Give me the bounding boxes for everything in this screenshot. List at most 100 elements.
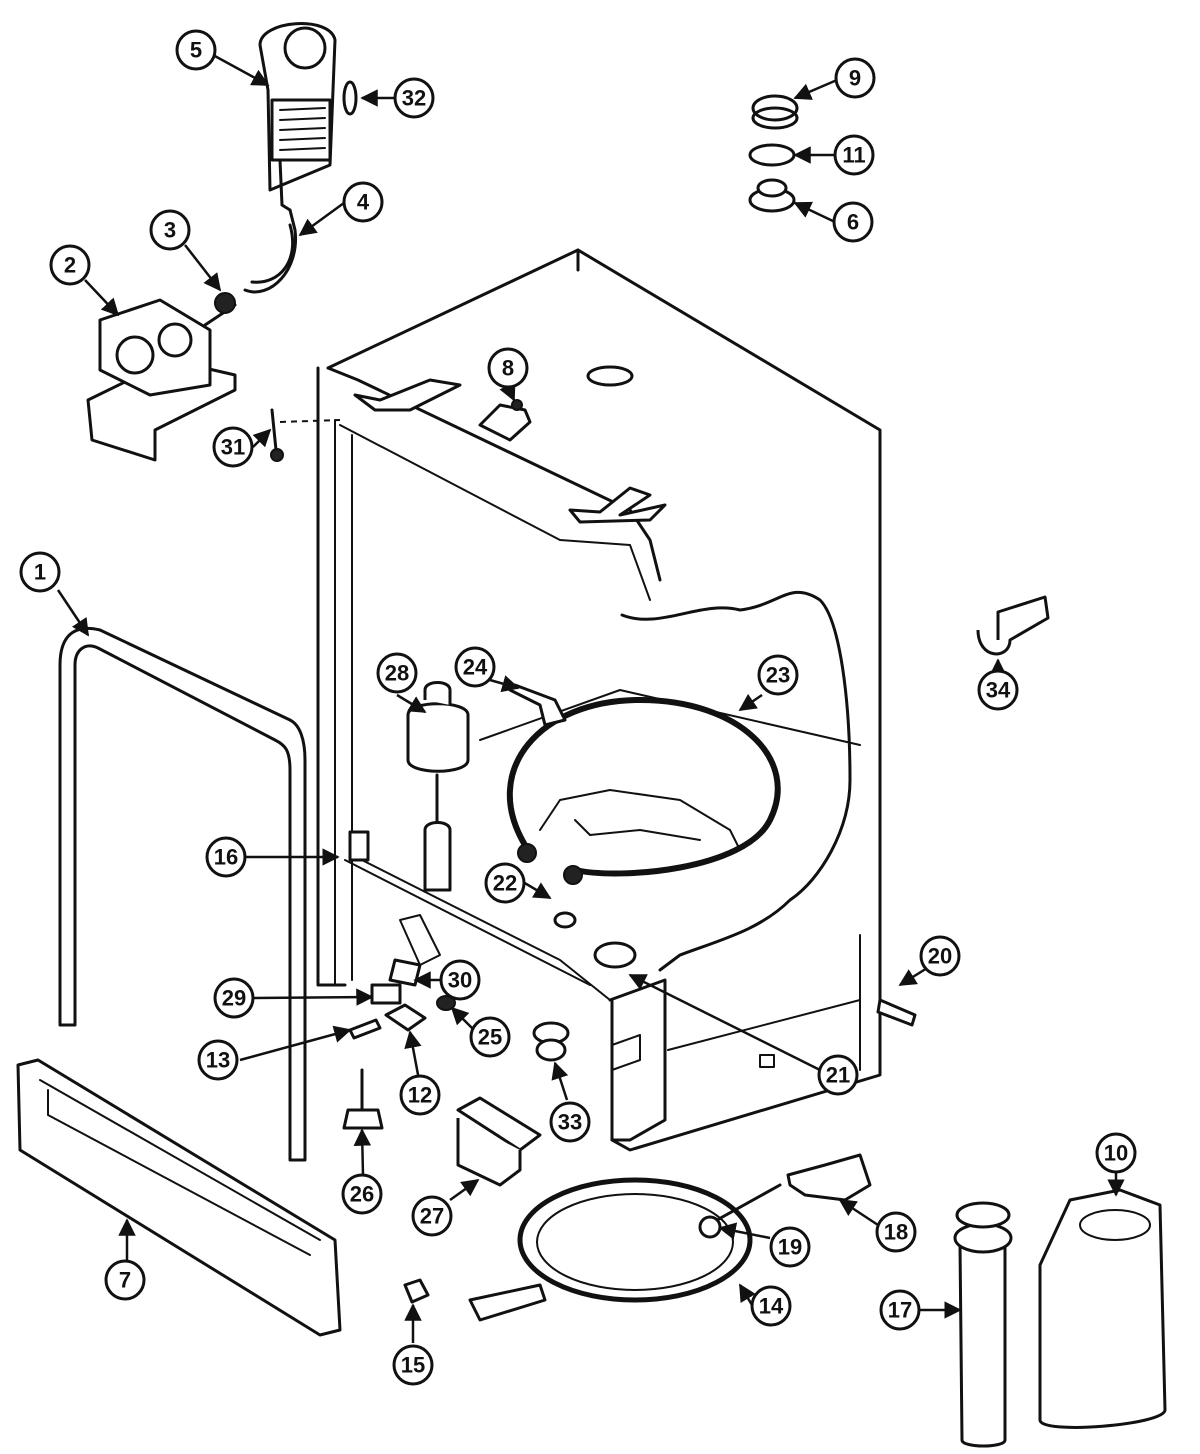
part-13-screw xyxy=(348,1018,382,1040)
callout-8: 8 xyxy=(487,347,529,389)
callout-22: 22 xyxy=(484,862,526,904)
part-18-bracket xyxy=(786,1153,872,1202)
callout-15-label: 15 xyxy=(401,1353,425,1378)
callout-11: 11 xyxy=(833,134,875,176)
callout-5-label: 5 xyxy=(190,38,202,63)
callout-11-label: 11 xyxy=(842,143,865,168)
part-6-plug xyxy=(748,178,796,213)
callout-34: 34 xyxy=(977,669,1019,711)
callout-29-label: 29 xyxy=(222,986,246,1011)
part-10-shroud xyxy=(1038,1188,1167,1429)
part-33-nut xyxy=(532,1021,570,1062)
callout-27-label: 27 xyxy=(420,1204,444,1229)
callout-26-label: 26 xyxy=(350,1182,374,1207)
callout-3-label: 3 xyxy=(164,218,176,243)
part-12-bracket xyxy=(384,1003,427,1032)
part-20-strip xyxy=(876,998,917,1027)
sump-area xyxy=(348,789,741,969)
callout-1: 1 xyxy=(19,551,61,593)
callout-14: 14 xyxy=(750,1285,792,1327)
callout-26: 26 xyxy=(341,1173,383,1215)
part-28-float xyxy=(406,681,470,892)
part-1-door-gasket xyxy=(58,626,307,1162)
callout-13: 13 xyxy=(197,1039,239,1081)
part-11-washer xyxy=(748,143,796,167)
callout-14-label: 14 xyxy=(759,1294,784,1319)
leader-lines xyxy=(56,53,1125,1343)
callout-16-label: 16 xyxy=(214,845,238,870)
part-14-ring xyxy=(468,1177,753,1322)
callout-2: 2 xyxy=(49,244,91,286)
callout-1-label: 1 xyxy=(34,560,46,585)
callout-34-label: 34 xyxy=(986,678,1011,703)
callout-28-label: 28 xyxy=(385,661,409,686)
callout-7-label: 7 xyxy=(119,1268,131,1293)
callout-30: 30 xyxy=(439,959,481,1001)
tub-opening-gasket xyxy=(586,365,634,387)
callout-20: 20 xyxy=(919,935,961,977)
callout-23: 23 xyxy=(757,654,799,696)
callout-19-label: 19 xyxy=(778,1235,802,1260)
part-15-clip xyxy=(403,1278,430,1304)
part-8-bracket xyxy=(478,399,532,442)
callout-21-label: 21 xyxy=(826,1063,850,1088)
part-25-nut xyxy=(436,995,456,1011)
part-26-leveling-leg xyxy=(342,1068,384,1130)
callout-21: 21 xyxy=(817,1054,859,1096)
callout-12-label: 12 xyxy=(408,1083,432,1108)
callout-10-label: 10 xyxy=(1104,1141,1128,1166)
callout-32: 32 xyxy=(393,77,435,119)
callout-18-label: 18 xyxy=(884,1220,908,1245)
callout-17-label: 17 xyxy=(888,1298,912,1323)
part-32-o-ring xyxy=(342,80,358,116)
callout-2-label: 2 xyxy=(64,253,76,278)
hinge-bracket-right xyxy=(568,486,667,524)
callout-6-label: 6 xyxy=(847,210,859,235)
part-5-vent xyxy=(258,22,337,212)
callout-27: 27 xyxy=(411,1195,453,1237)
callout-6: 6 xyxy=(832,201,874,243)
callout-33-label: 33 xyxy=(558,1110,582,1135)
callout-9: 9 xyxy=(834,57,876,99)
callout-18: 18 xyxy=(875,1211,917,1253)
callout-25-label: 25 xyxy=(478,1025,502,1050)
callout-28: 28 xyxy=(376,652,418,694)
callout-4-label: 4 xyxy=(357,190,370,215)
part-31-screw xyxy=(270,408,284,462)
callout-29: 29 xyxy=(213,977,255,1019)
callout-19: 19 xyxy=(769,1226,811,1268)
part-7-toe-panel xyxy=(16,1058,342,1337)
callout-20-label: 20 xyxy=(928,944,952,969)
part-29-switch xyxy=(370,983,402,1005)
callout-12: 12 xyxy=(399,1074,441,1116)
part-2-water-valve xyxy=(86,292,237,462)
part-34-clip xyxy=(976,595,1050,656)
callout-31: 31 xyxy=(212,426,254,468)
hinge-bracket-left xyxy=(353,378,462,412)
callout-31-label: 31 xyxy=(221,435,245,460)
callout-9-label: 9 xyxy=(849,66,861,91)
callout-7: 7 xyxy=(104,1259,146,1301)
callout-16: 16 xyxy=(205,836,247,878)
callout-24-label: 24 xyxy=(463,655,488,680)
callout-5: 5 xyxy=(175,29,217,71)
part-17-filter-tube xyxy=(953,1201,1013,1448)
callout-4: 4 xyxy=(342,181,384,223)
callout-22-label: 22 xyxy=(493,871,517,896)
callout-17: 17 xyxy=(879,1289,921,1331)
callout-32-label: 32 xyxy=(402,86,426,111)
callout-13-label: 13 xyxy=(206,1048,230,1073)
part-4-hose xyxy=(243,208,298,294)
callout-15: 15 xyxy=(392,1344,434,1386)
callout-10: 10 xyxy=(1095,1132,1137,1174)
callout-23-label: 23 xyxy=(766,663,790,688)
callout-3: 3 xyxy=(149,209,191,251)
callout-30-label: 30 xyxy=(448,968,472,993)
dishwasher-tub xyxy=(316,248,882,1152)
part-27-box xyxy=(456,1096,542,1187)
part-23-heater xyxy=(506,697,781,885)
part-9-seal xyxy=(751,94,799,130)
callout-24: 24 xyxy=(454,646,496,688)
callout-33: 33 xyxy=(549,1101,591,1143)
